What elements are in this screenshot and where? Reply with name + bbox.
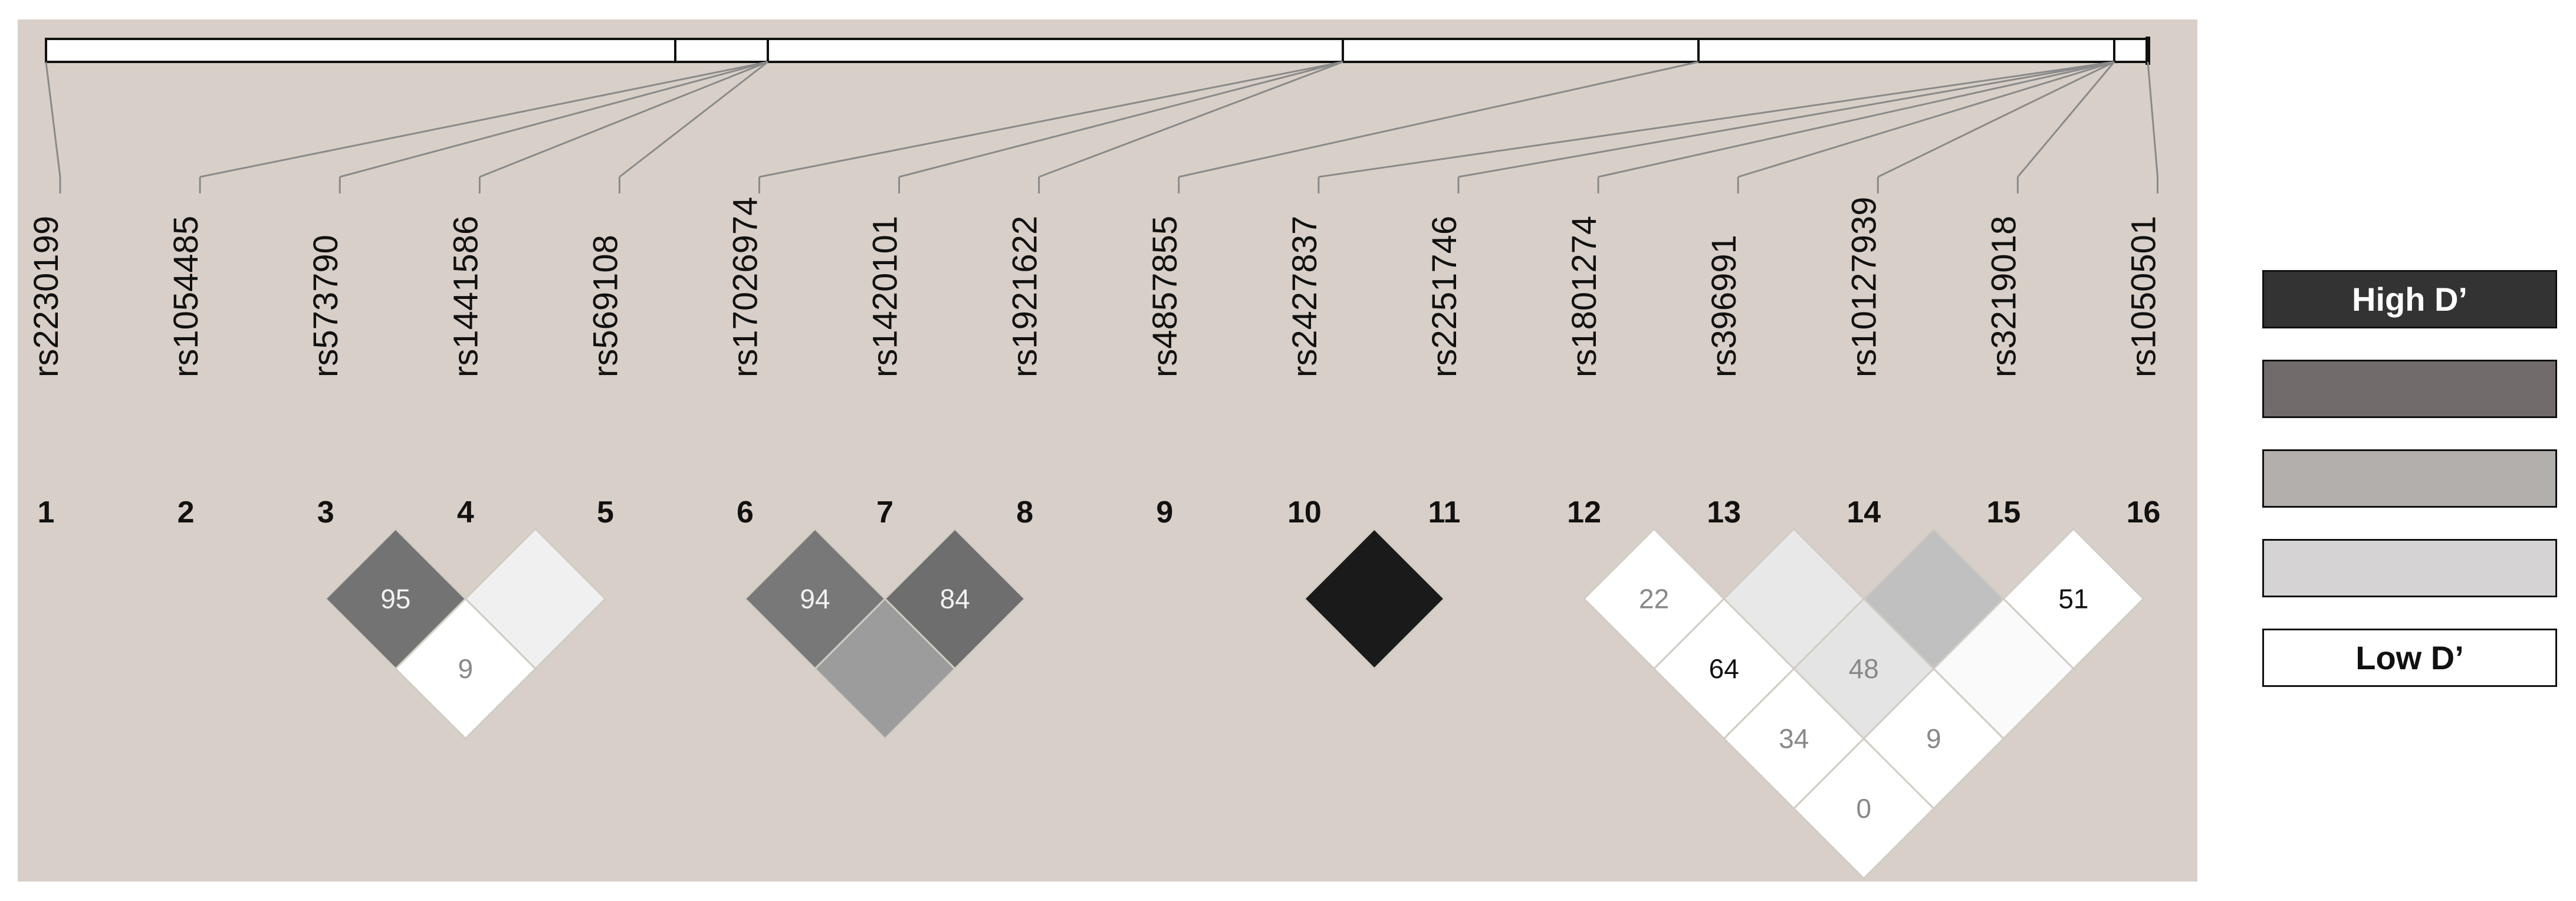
legend: High D’ Low D’: [2262, 270, 2561, 718]
snp-name-label: rs569108: [586, 235, 625, 377]
chromosome-bar: [45, 37, 2150, 65]
ld-cell-value: 0: [1857, 793, 1872, 824]
ld-cells: 95 9 94 84 22 51 64 48 34 9 0: [324, 527, 2145, 880]
ld-cell-value: 34: [1779, 724, 1809, 754]
snp-name-label: rs1921622: [1006, 216, 1044, 377]
snp-name-label: rs1054485: [167, 216, 205, 377]
ld-cell: [1792, 737, 1936, 880]
snp-connectors: [45, 61, 2158, 193]
snp-name-label: rs573790: [307, 235, 345, 377]
legend-swatch: [2262, 539, 2557, 597]
legend-swatch: High D’: [2262, 270, 2557, 328]
snp-connector-line: [1877, 61, 2115, 178]
snp-connector-line: [899, 61, 1343, 178]
snp-index-label: 7: [876, 495, 893, 530]
snp-index-label: 15: [1986, 495, 2020, 530]
ld-cell-value: 9: [458, 653, 474, 684]
snp-connector-line: [1318, 61, 2115, 178]
snp-connector-line: [1737, 61, 2115, 178]
legend-swatch: [2262, 360, 2557, 418]
snp-index-label: 1: [38, 495, 55, 530]
snp-index-label: 12: [1567, 495, 1601, 530]
snp-name-label: rs10127939: [1845, 197, 1883, 377]
snp-connector-line: [759, 61, 1343, 178]
snp-connector-line: [2017, 61, 2115, 177]
ld-cell-value: 48: [1849, 653, 1879, 684]
snp-name-label: rs1441586: [446, 216, 485, 377]
ld-cell-value: 64: [1709, 653, 1739, 684]
snp-index-label: 3: [317, 495, 334, 530]
snp-connector-line: [1458, 61, 2115, 178]
ld-cell-value: 94: [800, 584, 830, 614]
snp-index-label: 14: [1846, 495, 1881, 530]
ld-cell: [394, 597, 537, 740]
snp-name-label: rs2251746: [1425, 216, 1464, 377]
legend-swatch: Low D’: [2262, 629, 2557, 687]
ld-plot: rs2230199 rs1054485 rs573790 rs1441586 rs569…: [18, 19, 2197, 882]
chromosome-bar-outline: [45, 38, 2150, 63]
snp-index-label: 9: [1156, 495, 1173, 530]
ld-cell-value: 95: [380, 584, 410, 614]
legend-swatch: [2262, 449, 2557, 508]
snp-connector-line: [1178, 61, 1699, 178]
snp-name-label: rs1801274: [1565, 216, 1604, 377]
ld-cell: [813, 597, 957, 740]
snp-index-label: 11: [1428, 495, 1461, 530]
ld-cell: [1303, 527, 1446, 670]
ld-cell-value: 22: [1639, 584, 1669, 614]
snp-name-label: rs1050501: [2125, 216, 2163, 377]
snp-connector-line: [2147, 61, 2158, 177]
snp-index-label: 2: [178, 495, 195, 530]
snp-connector-line: [339, 61, 768, 178]
snp-connector-line: [1039, 61, 1343, 178]
snp-names: rs2230199 rs1054485 rs573790 rs1441586 rs569…: [27, 197, 2163, 377]
snp-connector-line: [199, 61, 768, 178]
snp-name-label: rs396991: [1705, 235, 1743, 377]
ld-cell-value: 51: [2058, 584, 2088, 614]
snp-name-label: rs17026974: [727, 197, 765, 377]
snp-index-label: 10: [1287, 495, 1322, 530]
snp-name-label: rs4857855: [1146, 216, 1184, 377]
ld-cell-value: 9: [1926, 724, 1941, 754]
snp-name-label: rs3219018: [1984, 216, 2023, 377]
snp-index-label: 5: [597, 495, 614, 530]
snp-index-label: 13: [1707, 495, 1741, 530]
snp-index-label: 6: [737, 495, 754, 530]
snp-index-label: 4: [457, 495, 474, 530]
snp-index-label: 16: [2127, 495, 2161, 530]
snp-connector-line: [1598, 61, 2115, 178]
ld-cell-value: 84: [940, 584, 970, 614]
snp-connector-line: [479, 61, 768, 178]
snp-connector-line: [619, 61, 768, 178]
snp-name-label: rs2230199: [27, 216, 65, 377]
snp-name-label: rs2427837: [1286, 216, 1324, 377]
snp-connector-line: [45, 61, 61, 177]
snp-index-label: 8: [1016, 495, 1033, 530]
snp-name-label: rs1420101: [866, 216, 905, 377]
